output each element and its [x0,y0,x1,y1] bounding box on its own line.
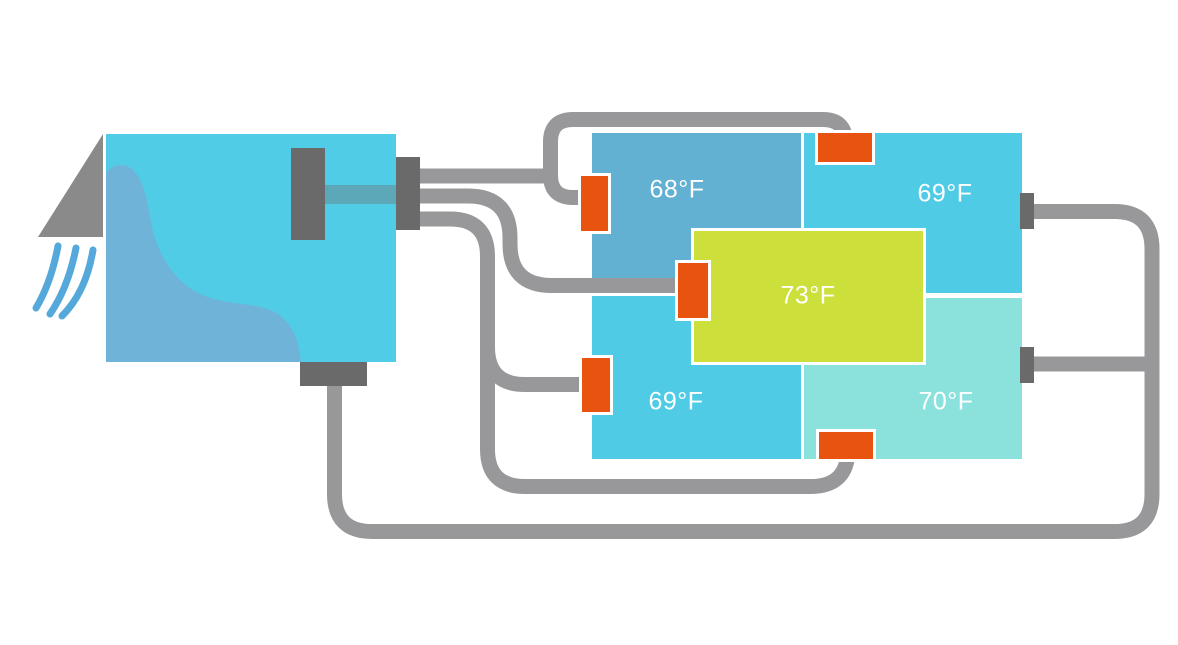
supply-duct-68-and-69top [543,112,853,205]
return-outlet [300,362,367,386]
zone-73-temperature-label: 73°F [780,281,836,310]
damper-zone-69-bottom [579,355,613,415]
zone-69-bottom-temperature-label: 69°F [648,387,704,416]
zone-69-top-temperature-label: 69°F [917,179,973,208]
damper-zone-69-top [815,130,875,165]
supply-manifold [396,157,420,230]
blower-block [291,148,325,240]
supply-duct-69bottom-70 [420,211,856,494]
damper-zone-70 [816,429,876,462]
return-duct-main [327,204,1160,539]
vent-hood-icon [38,134,103,237]
return-port-zone-70 [1020,347,1034,383]
zone-70-temperature-label: 70°F [918,387,974,416]
supply-duct-69bottom-branch [480,335,592,392]
damper-zone-73 [675,260,711,321]
damper-zone-68 [578,173,611,234]
return-port-zone-69-top [1020,193,1034,229]
drive-coupler [325,185,396,204]
airflow-icon [32,242,97,320]
air-handler-body [106,134,396,362]
air-handler-wave [106,165,301,362]
supply-duct-73 [420,188,690,293]
zone-68-temperature-label: 68°F [649,175,705,204]
